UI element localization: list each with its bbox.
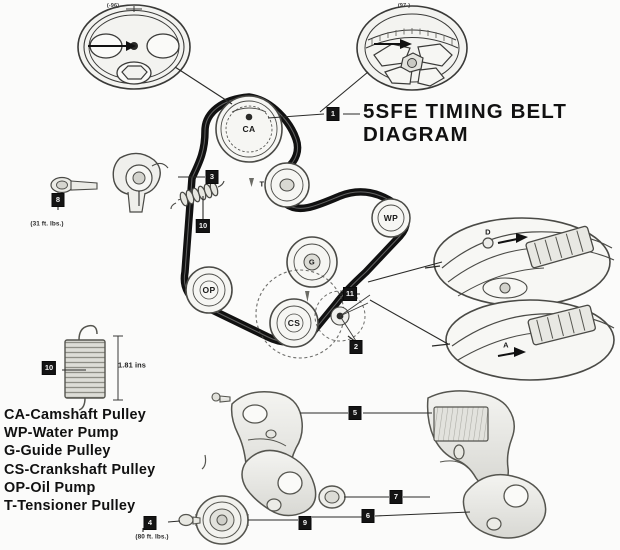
legend-item-guide-pulley: G-Guide Pulley — [4, 443, 111, 460]
pulley-label-wp: WP — [383, 213, 399, 223]
pulley-label-a: A — [503, 340, 509, 350]
oil-pump-pulley — [185, 266, 233, 314]
pulley-label-ca: CA — [242, 124, 256, 134]
legend-item-oil-pump: OP-Oil Pump — [4, 479, 96, 496]
callout-7: 7 — [389, 490, 403, 504]
bolt-detail — [50, 176, 98, 196]
oil-pump-housing — [462, 473, 547, 539]
crank-bolt — [178, 513, 201, 527]
callout-8: 8 — [51, 193, 65, 207]
legend-item-tensioner-pulley: T-Tensioner Pulley — [4, 498, 136, 515]
crankshaft-pulley — [255, 269, 371, 359]
pulley-label-cs: CS — [287, 318, 301, 328]
timing-cover-right — [426, 390, 515, 488]
pulley-label-g: G — [308, 257, 316, 267]
legend-item-camshaft-pulley: CA-Camshaft Pulley — [4, 407, 147, 423]
camshaft-pulley-detail-early — [77, 4, 191, 90]
timing-cover-lower — [201, 449, 317, 517]
pulley-label-op: OP — [202, 285, 216, 295]
callout-10: 10 — [41, 361, 57, 375]
spec-text: (97-) — [397, 3, 411, 9]
camshaft-pulley — [215, 95, 283, 163]
crank-pulley-part — [195, 495, 249, 545]
callout-4: 4 — [143, 516, 157, 530]
callout-11: 11 — [343, 287, 357, 301]
callout-9: 9 — [298, 516, 312, 530]
spec-text: (80 ft. lbs.) — [135, 533, 169, 541]
callout-3: 3 — [205, 170, 219, 184]
pulley-label-d: D — [485, 227, 491, 237]
callout-5: 5 — [348, 406, 362, 420]
oil-seal-ring — [318, 485, 346, 509]
leader-lines — [57, 66, 471, 532]
spec-text: (31 ft. lbs.) — [30, 220, 64, 228]
tension-spring-inline — [170, 180, 225, 210]
pulley-label-t: T — [259, 179, 265, 189]
title-line-1: 5SFE TIMING BELT — [363, 100, 568, 123]
guide-pulley — [286, 236, 338, 288]
callout-1: 1 — [326, 107, 340, 121]
page-title: 5SFE TIMING BELT DIAGRAM — [363, 100, 613, 147]
callout-10: 10 — [195, 219, 211, 233]
spec-text: 1.81 ins — [118, 360, 146, 370]
tension-spring-detail — [64, 324, 123, 411]
title-line-2: DIAGRAM — [363, 123, 469, 147]
legend-item-crankshaft-pulley: CS-Crankshaft Pulley — [4, 461, 156, 478]
callout-2: 2 — [349, 340, 363, 354]
legend: CA-Camshaft Pulley WP-Water Pump G-Guide… — [4, 406, 219, 515]
timing-mark-inset-lower — [431, 299, 615, 381]
timing-mark-inset-upper — [424, 217, 615, 307]
tensioner-pulley — [249, 162, 310, 208]
water-pump-pulley — [371, 198, 411, 238]
callout-6: 6 — [361, 509, 375, 523]
camshaft-pulley-detail-late — [356, 5, 468, 91]
legend-item-water-pump: WP-Water Pump — [4, 425, 119, 442]
tensioner-bracket — [112, 152, 169, 213]
spec-text: (-96) — [106, 3, 120, 9]
